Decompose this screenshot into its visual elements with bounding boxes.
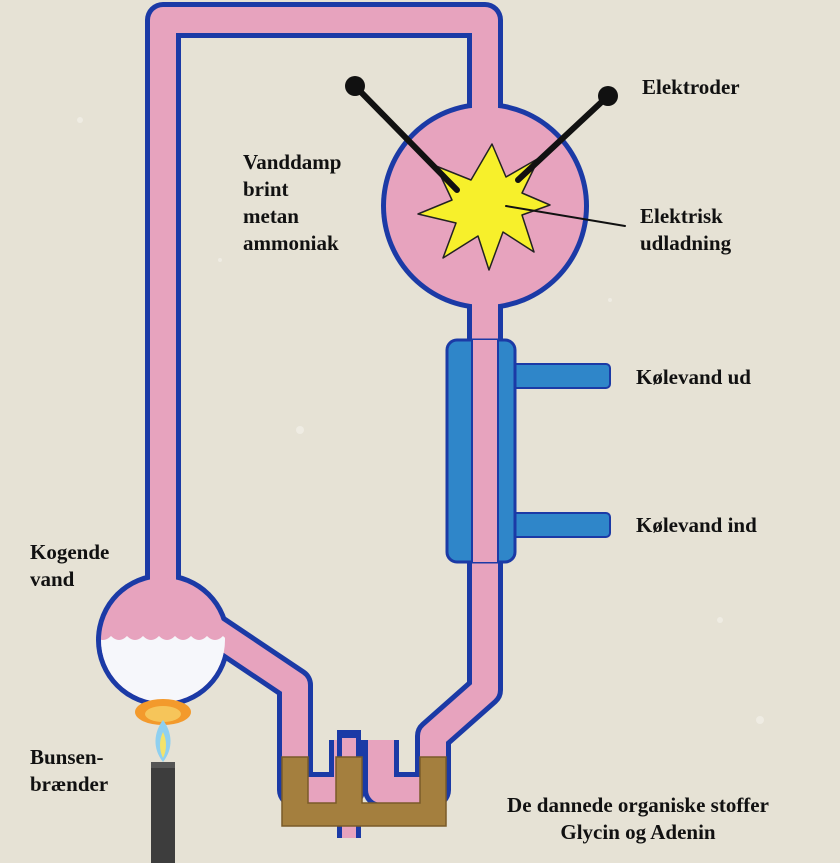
right-electrode <box>515 93 611 183</box>
burner-tube <box>151 762 175 863</box>
coolant-in-label: Kølevand ind <box>636 513 757 537</box>
bunsen-burner <box>135 699 191 863</box>
return-tube <box>150 7 498 590</box>
coolant-out-label: Kølevand ud <box>636 365 751 389</box>
boiling-water-label: Kogende vand <box>30 540 110 591</box>
organic-products-liquid <box>281 756 447 827</box>
left-electrode <box>352 83 460 193</box>
condenser <box>445 338 611 564</box>
electric-discharge-label: Elektrisk udladning <box>640 204 732 255</box>
electric-spark <box>417 143 551 271</box>
electrodes <box>345 76 626 227</box>
gas-mixture-label: Vanddamp brint metan ammoniak <box>243 150 342 255</box>
electrodes-label: Elektroder <box>642 75 740 99</box>
right-electrode-knob <box>598 86 618 106</box>
organic-products-label: De dannede organiske stoffer Glycin og A… <box>507 793 769 844</box>
bunsen-burner-label: Bunsen- brænder <box>30 745 109 796</box>
return-tube-outline <box>145 2 503 590</box>
discharge-pointer <box>505 205 626 227</box>
condenser-inner-tube <box>472 340 498 562</box>
left-electrode-knob <box>345 76 365 96</box>
paper-texture <box>77 117 764 724</box>
